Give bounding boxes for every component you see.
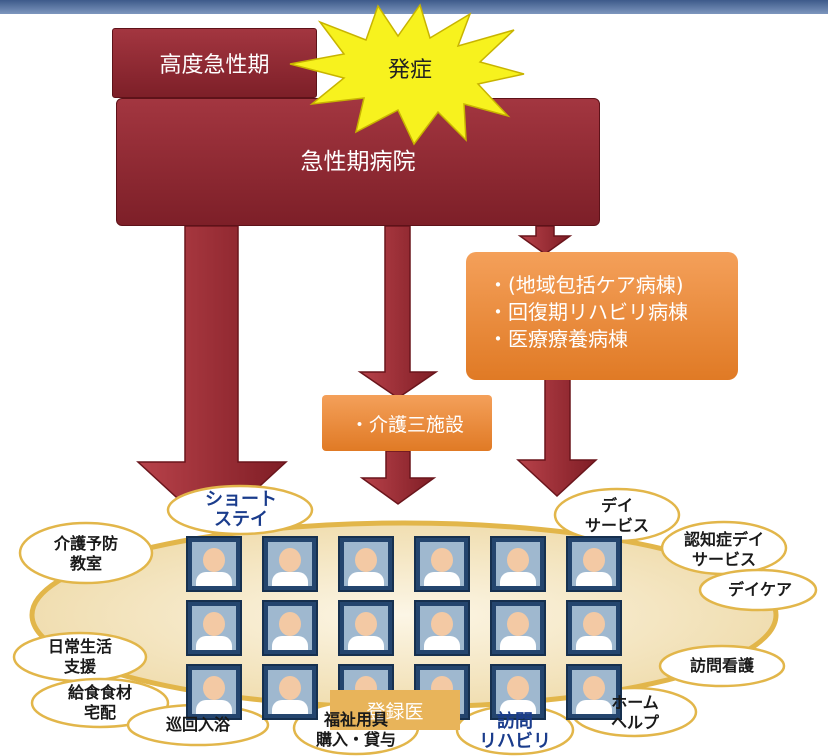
doctor-portrait-icon (186, 536, 242, 592)
doctor-portrait-icon (490, 600, 546, 656)
doctor-portrait-icon (338, 536, 394, 592)
doctor-portrait-icon (186, 664, 242, 720)
doctor-portrait-icon (414, 600, 470, 656)
arrow-wards-to-home (516, 367, 598, 498)
service-label: ホーム ヘルプ (610, 693, 659, 732)
doctor-portrait-icon (262, 536, 318, 592)
doctor-portrait-icon (414, 536, 470, 592)
service-meal-delivery: 給食食材 宅配 (54, 683, 146, 723)
service-label: 訪問看護 (689, 656, 754, 675)
acute-hospital-box: 急性期病院 (116, 98, 600, 226)
doctor-portrait-icon (490, 664, 546, 720)
acute-hospital-label: 急性期病院 (300, 149, 416, 175)
service-ellipse-visit-nursing (658, 644, 786, 688)
doctor-portrait-icon (262, 664, 318, 720)
service-label: 給食食材 宅配 (67, 683, 132, 722)
service-label: 福祉用具 購入・貸与 (315, 710, 396, 749)
service-short-stay: ショート ステイ (196, 490, 286, 530)
service-day-service: デイ サービス (570, 496, 664, 536)
service-label: 巡回入浴 (165, 715, 230, 734)
acute-high-label: 高度急性期 (159, 53, 270, 78)
service-label: ショート ステイ (205, 489, 277, 530)
arrow-facilities-to-home (359, 450, 437, 505)
service-home-help: ホーム ヘルプ (590, 693, 680, 733)
doctor-portrait-icon (262, 600, 318, 656)
service-label: 認知症デイ サービス (683, 530, 764, 569)
service-ellipse-prevention (18, 521, 154, 585)
service-ellipse-day-care (698, 568, 818, 612)
service-ellipse-short-stay (166, 484, 314, 536)
service-prevention-class: 介護予防 教室 (40, 534, 132, 574)
service-visit-nursing: 訪問看護 (676, 656, 768, 676)
acute-high-box: 高度急性期 (112, 28, 317, 98)
doctor-portrait-icon (338, 600, 394, 656)
doctor-portrait-icon (566, 536, 622, 592)
arrow-hospital-to-wards (517, 225, 573, 255)
doctor-portrait-icon (566, 664, 622, 720)
onset-label: 発症 (388, 58, 433, 83)
ward-item: ・(地域包括ケア病棟) (488, 273, 684, 297)
service-label: 日常生活 支援 (47, 637, 112, 676)
ward-item: ・回復期リハビリ病棟 (488, 300, 688, 324)
service-visit-rehab: 訪問 リハビリ (470, 712, 560, 752)
service-label: 訪問 リハビリ (479, 711, 551, 752)
service-bath-visit: 巡回入浴 (150, 715, 246, 735)
service-label: デイ サービス (584, 496, 649, 535)
arrow-hospital-to-home (136, 225, 288, 532)
doctor-portrait-icon (186, 600, 242, 656)
service-label: 介護予防 教室 (53, 534, 118, 573)
service-ellipse-meal (30, 677, 170, 729)
service-label: デイケア (727, 580, 792, 599)
service-welfare-equipment: 福祉用具 購入・貸与 (300, 710, 412, 750)
doctor-portrait-icon (566, 600, 622, 656)
service-day-care: デイケア (716, 580, 804, 600)
care-facilities-box: ・介護三施設 (322, 395, 492, 451)
registered-doctor-label: 登録医 (330, 690, 460, 730)
ward-box: ・(地域包括ケア病棟) ・回復期リハビリ病棟 ・医療療養病棟 (466, 252, 738, 380)
service-dementia-day: 認知症デイ サービス (668, 530, 780, 570)
care-facilities-label: ・介護三施設 (349, 413, 464, 436)
service-daily-support: 日常生活 支援 (34, 637, 126, 677)
doctor-portrait-icon (490, 536, 546, 592)
ward-item: ・医療療養病棟 (488, 327, 628, 351)
arrow-hospital-to-facilities (357, 225, 439, 399)
